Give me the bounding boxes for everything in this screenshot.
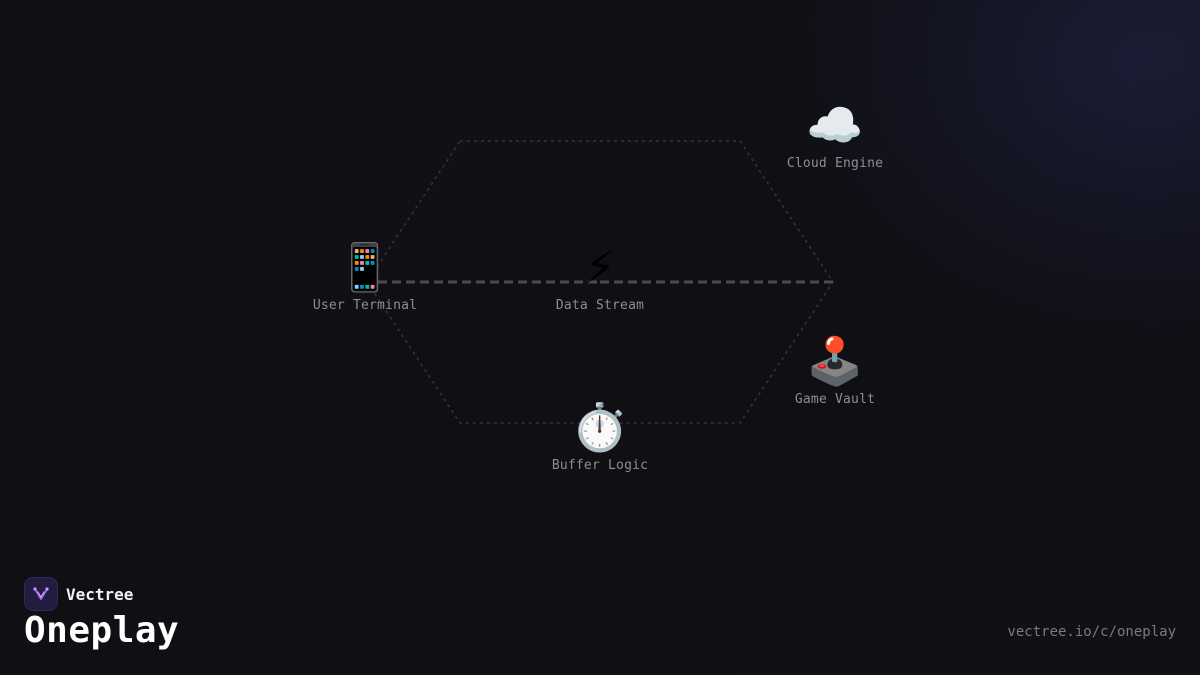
brand-name: Vectree [66, 584, 134, 604]
joystick-icon: 🕹️ [806, 334, 864, 388]
node-label-data-stream: Data Stream [555, 298, 645, 313]
hexagon-outline [366, 140, 834, 424]
node-game-vault[interactable]: 🕹️ Game Vault [755, 334, 915, 407]
vectree-logo-icon [24, 577, 58, 611]
node-label-game-vault: Game Vault [794, 392, 876, 407]
footer-url-link[interactable]: vectree.io/c/oneplay [1007, 624, 1176, 640]
stopwatch-icon: ⏱️ [571, 400, 629, 454]
mobile-phone-icon: 📱 [336, 240, 394, 294]
brand[interactable]: Vectree [24, 577, 133, 611]
node-cloud-engine[interactable]: ☁️ Cloud Engine [755, 98, 915, 171]
page-title: Oneplay [24, 610, 180, 651]
node-buffer-logic[interactable]: ⏱️ Buffer Logic [520, 400, 680, 473]
node-data-stream[interactable]: ⚡ Data Stream [520, 240, 680, 313]
node-label-cloud-engine: Cloud Engine [786, 156, 884, 171]
node-label-buffer-logic: Buffer Logic [551, 458, 649, 473]
node-label-user-terminal: User Terminal [312, 298, 418, 313]
node-user-terminal[interactable]: 📱 User Terminal [285, 240, 445, 313]
cloud-icon: ☁️ [806, 98, 864, 152]
lightning-icon: ⚡ [583, 240, 617, 294]
